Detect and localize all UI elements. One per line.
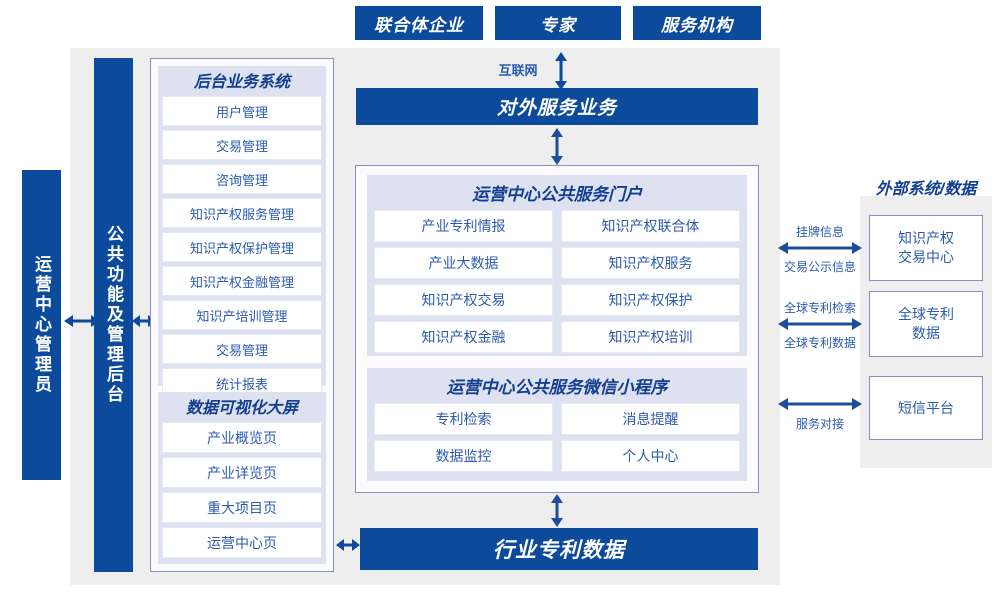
miniprogram-item-grid: 专利检索消息提醒数据监控个人中心 (372, 403, 742, 472)
external-label-trade-disclosure-info: 交易公示信息 (783, 260, 856, 274)
backoffice-group: 后台业务系统 用户管理交易管理咨询管理知识产权服务管理知识产权保护管理知识产权金… (158, 66, 326, 398)
miniprogram-item[interactable]: 消息提醒 (561, 403, 740, 435)
ip-trading-center-line2: 交易中心 (898, 249, 954, 265)
miniprogram-item[interactable]: 个人中心 (561, 440, 740, 472)
external-arrow-global-patent (778, 315, 862, 333)
actor-box-service-organization[interactable]: 服务机构 (633, 6, 761, 40)
visualization-item[interactable]: 产业详览页 (162, 457, 322, 488)
miniprogram-group: 运营中心公共服务微信小程序 专利检索消息提醒数据监控个人中心 (367, 368, 747, 481)
global-patent-data-line2: 数据 (912, 325, 940, 341)
visualization-item[interactable]: 运营中心页 (162, 527, 322, 558)
external-label-service-docking: 服务对接 (795, 417, 844, 431)
visualization-item[interactable]: 重大项目页 (162, 492, 322, 523)
backoffice-item[interactable]: 用户管理 (162, 96, 322, 126)
backoffice-item[interactable]: 交易管理 (162, 334, 322, 364)
internet-arrow (552, 52, 570, 90)
global-patent-data-line1: 全球专利 (898, 306, 954, 323)
external-label-global-patent-search: 全球专利检索 (783, 301, 856, 315)
miniprogram-item[interactable]: 专利检索 (374, 403, 553, 435)
visualization-title: 数据可视化大屏 (185, 400, 298, 417)
backoffice-item-list: 用户管理交易管理咨询管理知识产权服务管理知识产权保护管理知识产权金融管理知识产培… (162, 96, 322, 398)
portal-item[interactable]: 知识产权交易 (374, 284, 553, 316)
external-system-sms-platform[interactable]: 短信平台 (869, 376, 983, 440)
left-column-operation-center-admin[interactable]: 运营中心管理员 (22, 170, 61, 480)
service-to-portal-arrow (548, 128, 566, 165)
backoffice-item[interactable]: 知识产权保护管理 (162, 232, 322, 262)
backoffice-title: 后台业务系统 (193, 74, 290, 91)
portal-item[interactable]: 知识产权联合体 (561, 210, 740, 242)
miniprogram-item[interactable]: 数据监控 (374, 440, 553, 472)
left-column-public-function-backend[interactable]: 公共功能及管理后台 (94, 58, 133, 572)
portal-group: 运营中心公共服务门户 产业专利情报知识产权联合体产业大数据知识产权服务知识产权交… (367, 175, 747, 356)
backoffice-item[interactable]: 知识产权金融管理 (162, 266, 322, 296)
external-system-global-patent-data[interactable]: 全球专利 数据 (869, 291, 983, 357)
actor-box-alliance-enterprise[interactable]: 联合体企业 (355, 6, 483, 40)
internet-label: 互联网 (498, 63, 538, 78)
backoffice-item[interactable]: 咨询管理 (162, 164, 322, 194)
portal-to-data-arrow (548, 494, 566, 527)
external-systems-title: 外部系统/数据 (875, 181, 977, 198)
visualization-item[interactable]: 产业概览页 (162, 422, 322, 453)
external-service-bar[interactable]: 对外服务业务 (356, 88, 758, 125)
portal-item[interactable]: 知识产权保护 (561, 284, 740, 316)
backoffice-item[interactable]: 交易管理 (162, 130, 322, 160)
portal-item[interactable]: 产业专利情报 (374, 210, 553, 242)
portal-item[interactable]: 知识产权培训 (561, 321, 740, 353)
backoffice-item[interactable]: 知识产权服务管理 (162, 198, 322, 228)
visualization-group: 数据可视化大屏 产业概览页产业详览页重大项目页运营中心页 (158, 392, 326, 564)
portal-item[interactable]: 产业大数据 (374, 247, 553, 279)
industry-patent-data-bar[interactable]: 行业专利数据 (360, 528, 758, 570)
external-arrow-ip-trading (778, 239, 862, 257)
external-label-global-patent-data: 全球专利数据 (783, 336, 856, 350)
actor-box-expert[interactable]: 专家 (495, 6, 621, 40)
portal-item[interactable]: 知识产权服务 (561, 247, 740, 279)
portal-item-grid: 产业专利情报知识产权联合体产业大数据知识产权服务知识产权交易知识产权保护知识产权… (372, 210, 742, 353)
visualization-item-list: 产业概览页产业详览页重大项目页运营中心页 (162, 422, 322, 558)
external-system-ip-trading-center[interactable]: 知识产权 交易中心 (869, 215, 983, 281)
ip-trading-center-line1: 知识产权 (898, 230, 954, 247)
portal-title: 运营中心公共服务门户 (472, 185, 642, 204)
backoffice-item[interactable]: 知识产培训管理 (162, 300, 322, 330)
external-arrow-sms (778, 395, 862, 413)
portal-item[interactable]: 知识产权金融 (374, 321, 553, 353)
miniprogram-title: 运营中心公共服务微信小程序 (446, 378, 668, 397)
sms-platform-line1: 短信平台 (898, 399, 954, 416)
panel-to-bottom-bar-arrow (336, 536, 360, 554)
external-label-listing-info: 挂牌信息 (795, 225, 844, 239)
